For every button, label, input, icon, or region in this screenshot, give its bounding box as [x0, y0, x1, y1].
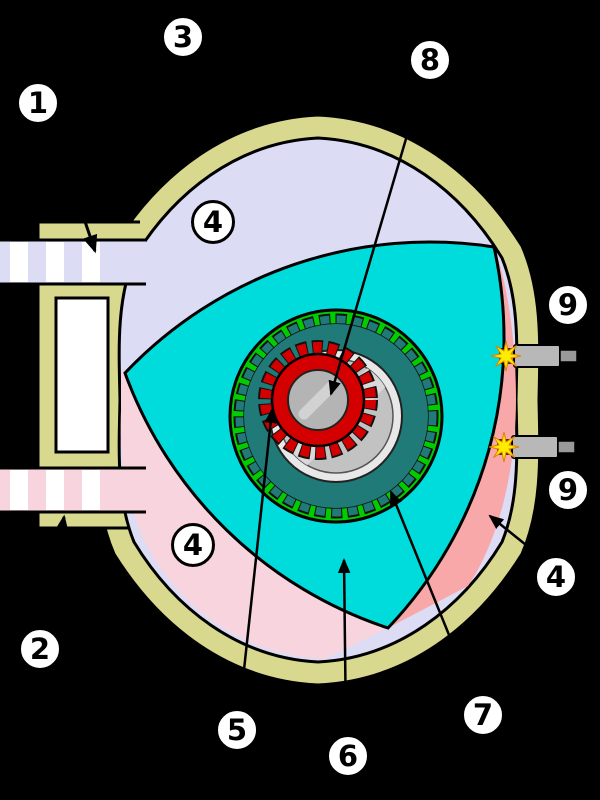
plug-terminal: [557, 440, 576, 454]
ring-gear-teeth: [235, 315, 437, 517]
callout-intake-port: 1: [16, 81, 60, 125]
spark-plug-bottom: [488, 431, 576, 463]
leader-ring-gear: [389, 490, 475, 695]
leader-chamber-right: [488, 514, 547, 562]
exhaust-port-channel: [0, 466, 146, 514]
leader-eccentric-shaft: [328, 80, 425, 396]
spark-icon: [490, 340, 522, 372]
hub-highlight: [298, 380, 338, 420]
port-block-outline: [36, 220, 140, 530]
callout-spark-plug-top: 9: [546, 283, 590, 327]
arrow-exhaust-flow: [44, 514, 69, 631]
intake-port-channel: [0, 238, 146, 286]
callout-chamber-bottom: 4: [171, 523, 215, 567]
plug-terminal: [559, 349, 578, 363]
ring-gear-body: [244, 324, 428, 508]
arrow-intake-flow: [48, 117, 98, 254]
spark-plug-top: [490, 340, 578, 372]
callout-chamber-top: 4: [191, 200, 235, 244]
leader-rotor: [337, 558, 351, 733]
port-block-window: [54, 296, 110, 454]
callout-chamber-right: 4: [534, 555, 578, 599]
callout-eccentric-shaft: 8: [408, 38, 452, 82]
callout-housing: 3: [161, 15, 205, 59]
callout-exhaust-port: 2: [18, 627, 62, 671]
callout-ring-gear: 7: [461, 693, 505, 737]
callout-spark-plug-bottom: 9: [546, 468, 590, 512]
callout-pinion: 5: [215, 708, 259, 752]
spark-icon: [488, 431, 520, 463]
leader-pinion: [238, 408, 277, 708]
callout-rotor: 6: [326, 734, 370, 778]
leader-lines: [44, 80, 547, 733]
pinion-teeth: [260, 342, 376, 458]
gear-assembly: [228, 308, 444, 524]
